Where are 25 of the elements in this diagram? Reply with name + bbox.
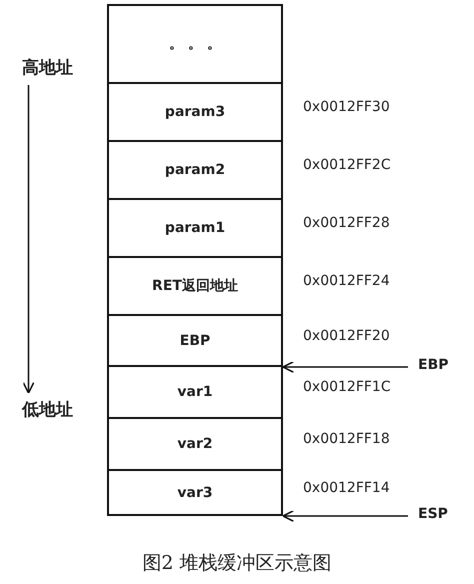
stack-cell: param2: [107, 140, 283, 200]
pointer-label: EBP: [418, 357, 448, 373]
stack-cell: 。 。 。: [107, 4, 283, 84]
address-label: 0x0012FF18: [303, 431, 390, 447]
address-label: 0x0012FF30: [303, 99, 390, 115]
figure-caption: 图2 堆栈缓冲区示意图: [141, 551, 333, 576]
direction-arrow: [22, 85, 35, 394]
stack-cell: var2: [107, 417, 283, 471]
stack-cell: param3: [107, 82, 283, 142]
pointer-label: ESP: [418, 506, 448, 522]
address-label: 0x0012FF2C: [303, 157, 391, 173]
stack-cell: EBP: [107, 314, 283, 367]
address-label: 0x0012FF28: [303, 215, 390, 231]
address-label: 0x0012FF1C: [303, 379, 391, 395]
address-label: 0x0012FF14: [303, 480, 390, 496]
stack-cell: param1: [107, 198, 283, 258]
pointer-arrow: [282, 360, 408, 374]
address-label: 高地址: [22, 56, 73, 79]
address-label: 0x0012FF20: [303, 328, 390, 344]
stack-cell: var1: [107, 365, 283, 419]
stack-cell: RET返回地址: [107, 256, 283, 316]
address-label: 低地址: [22, 398, 73, 421]
address-label: 0x0012FF24: [303, 273, 390, 289]
pointer-arrow: [282, 510, 408, 522]
stack-cell: var3: [107, 469, 283, 516]
